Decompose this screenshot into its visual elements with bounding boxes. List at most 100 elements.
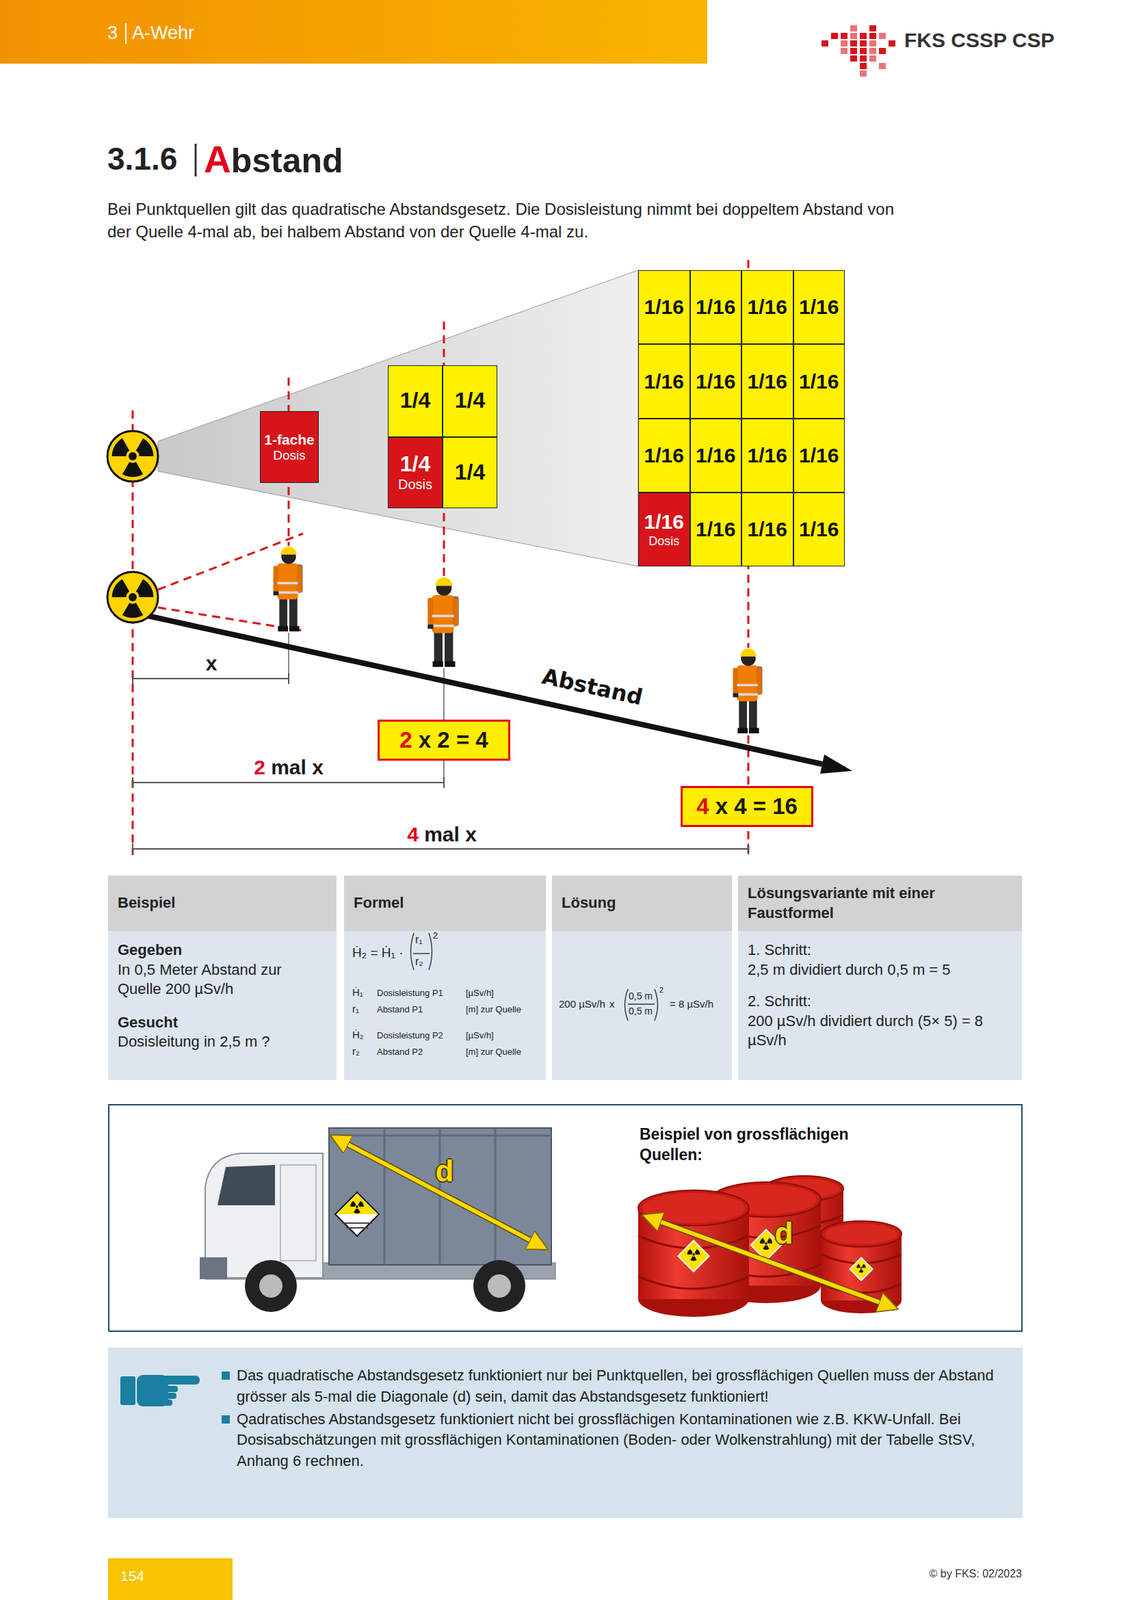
square-box: 2 x 2 = 4 [377, 719, 511, 761]
truck [199, 1127, 556, 1312]
art-shape [217, 1164, 275, 1206]
axis-label: Abstand [540, 664, 646, 708]
node-text: 1/4 [400, 452, 431, 477]
table-cell: 1. Schritt:2,5 m dividiert durch 0,5 m =… [738, 930, 1022, 1081]
section-title: Abstand [203, 136, 344, 182]
art-shape [128, 452, 137, 461]
diagonal-label: d [435, 1155, 455, 1187]
art-shape [432, 661, 444, 667]
node-text: Dosisleistung P1 [376, 988, 444, 998]
node-text: Dosis [272, 448, 306, 463]
dose-sixteenth-cell: 1/16 [690, 344, 743, 418]
dose-sixteenth-cell: 1/16 [793, 418, 846, 493]
art-shape [749, 727, 760, 734]
dashed-guides [132, 259, 749, 856]
art-shape [132, 673, 134, 685]
art-shape [861, 1264, 866, 1269]
art-shape [856, 1264, 861, 1269]
node-text: 1/16 [644, 444, 685, 467]
art-shape [413, 952, 430, 954]
node-text: 0,5 m [628, 1006, 653, 1017]
art-shape [132, 677, 289, 680]
art-shape [747, 843, 750, 855]
art-shape [859, 62, 867, 70]
art-shape [358, 1200, 364, 1207]
art-shape [132, 848, 749, 850]
art-shape [428, 933, 433, 970]
art-shape [738, 930, 1022, 1081]
node-text: 1/16 [747, 296, 788, 319]
art-shape [444, 629, 453, 663]
art-shape [273, 565, 280, 593]
art-shape [820, 1220, 902, 1314]
diagonal-arrows [333, 1136, 895, 1308]
art-shape [869, 40, 877, 47]
art-shape [335, 1192, 379, 1237]
art-shape [740, 648, 756, 657]
art-shape [869, 25, 877, 32]
copyright: © by FKS: 02/2023 [929, 1568, 1022, 1580]
art-shape [132, 843, 134, 855]
art-shape [287, 673, 290, 685]
art-shape [850, 55, 858, 62]
dimension-label: x [205, 653, 218, 674]
art-shape [107, 430, 159, 482]
table-header: Formel [344, 875, 546, 931]
art-shape [333, 1136, 545, 1248]
art-shape [692, 1253, 695, 1256]
art-shape [869, 47, 877, 55]
art-shape [108, 930, 337, 1081]
dose-sixteenth-cell: 1/16 [741, 344, 794, 418]
art-shape [756, 667, 762, 695]
art-shape [160, 1392, 177, 1399]
distance-arrow [147, 615, 853, 774]
dose-sixteenth-cell: 1/16 [690, 418, 743, 493]
node-text: 3 [107, 23, 118, 44]
art-shape [277, 590, 298, 594]
node-text: 154 [120, 1567, 233, 1585]
art-shape [831, 32, 838, 39]
node-text: r₂ [415, 955, 424, 968]
art-shape [473, 1259, 526, 1312]
art-shape [859, 40, 867, 47]
section-number: 3.1.6 [107, 140, 178, 178]
node-text: Ḣ₂ = Ḣ₁ · [352, 945, 404, 961]
art-shape [733, 692, 739, 698]
example-panel: Beispiel von grossflächigen Quellen: [108, 1104, 1023, 1332]
art-shape [736, 684, 758, 687]
node-text: 1/16 [695, 444, 736, 467]
table-header: Lösungsvariante mit einer Faustformel [738, 875, 1022, 931]
art-shape [859, 55, 867, 62]
art-shape [112, 579, 130, 598]
art-shape [687, 1249, 693, 1255]
node-text: Dosis [648, 534, 680, 548]
table-header: Beispiel [108, 875, 337, 931]
art-shape [277, 582, 298, 585]
art-shape [736, 664, 758, 702]
dose-quarter-cell: 1/4 [442, 365, 498, 438]
art-shape [733, 667, 739, 695]
node-text: 1/16 [798, 444, 839, 467]
node-text: Formel [353, 893, 537, 914]
node-text: r₁ [352, 1003, 360, 1016]
dose-sixteenth-cell: 1/16 [638, 270, 691, 345]
dose-sixteenth-cell: 1/16 [741, 418, 794, 493]
art-shape [850, 25, 858, 32]
art-shape [840, 40, 848, 47]
solution-cell: 200 µSv/hx0,5 m0,5 m2= 8 µSv/h [552, 930, 732, 1081]
node-text: Gesucht [117, 1013, 327, 1033]
radiation-cone [158, 270, 639, 567]
art-shape [427, 577, 459, 667]
table-header: Lösung [552, 875, 732, 931]
art-shape [878, 32, 886, 39]
art-shape [766, 1238, 773, 1244]
node-text: 1/16 [695, 370, 736, 393]
art-shape [199, 1257, 228, 1280]
node-text: 1/16 [798, 518, 839, 541]
art-shape [733, 648, 763, 734]
logo-text: FKS CSSP CSP [904, 30, 1055, 51]
dimension-label: 4 mal x [406, 824, 477, 845]
art-shape [289, 596, 298, 628]
node-text: Dosis [398, 477, 433, 492]
art-shape [161, 1375, 200, 1385]
